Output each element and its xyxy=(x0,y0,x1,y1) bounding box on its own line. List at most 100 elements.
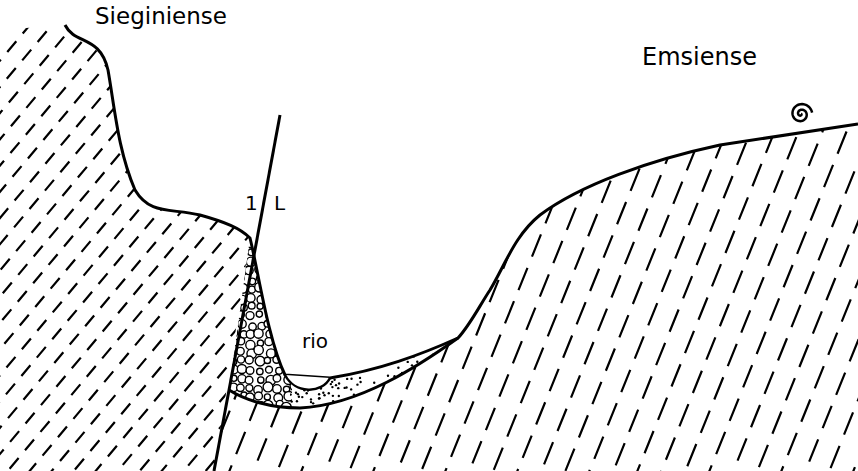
bedding-line xyxy=(378,0,620,471)
sand-dot xyxy=(329,362,331,364)
pebble xyxy=(229,295,238,304)
bedding-line xyxy=(0,0,360,471)
pebble xyxy=(265,268,273,276)
sand-dot xyxy=(430,407,432,409)
sand-dot xyxy=(341,356,343,358)
sand-dot xyxy=(421,345,423,347)
pebble xyxy=(283,276,289,282)
bedding-line xyxy=(0,0,206,471)
sand-dot xyxy=(439,385,441,387)
bedding-line xyxy=(825,0,858,471)
pebble xyxy=(293,275,301,283)
sand-dot xyxy=(325,408,327,410)
sand-dot xyxy=(375,336,377,338)
sand-dot xyxy=(422,408,424,410)
sand-dot xyxy=(323,394,325,396)
pebble xyxy=(273,301,282,310)
sand-dot xyxy=(375,341,377,343)
bedding-line xyxy=(715,0,858,471)
sand-dot xyxy=(371,405,373,407)
pebble xyxy=(291,356,300,365)
sand-dot xyxy=(379,342,381,344)
pebble xyxy=(282,357,288,363)
bedding-line xyxy=(275,0,778,471)
sand-dot xyxy=(328,392,330,394)
bedding-line xyxy=(498,0,740,471)
sand-dot xyxy=(457,370,459,372)
sand-dot xyxy=(295,392,297,394)
pebble xyxy=(293,364,301,372)
sand-dot xyxy=(425,340,427,342)
sand-dot xyxy=(316,355,318,357)
bedding-line xyxy=(162,0,404,471)
pebble xyxy=(228,319,237,328)
sand-dot xyxy=(429,379,431,381)
pebble xyxy=(284,365,292,373)
sand-dot xyxy=(415,386,417,388)
sand-dot xyxy=(416,397,418,399)
sand-dot xyxy=(356,383,358,385)
sand-dot xyxy=(388,359,390,361)
sand-dot xyxy=(452,368,454,370)
bedding-line xyxy=(0,0,250,471)
sand-dot xyxy=(429,406,431,408)
bedding-line xyxy=(18,0,260,471)
sand-dot xyxy=(395,396,397,398)
pebble xyxy=(290,239,300,249)
pebble xyxy=(264,394,270,400)
sand-dot xyxy=(407,361,409,363)
pebble xyxy=(280,241,290,251)
pebble xyxy=(257,303,263,309)
sand-dot xyxy=(442,376,444,378)
pebble xyxy=(294,285,302,293)
bedding-line xyxy=(671,0,858,471)
sand-dot xyxy=(296,400,298,402)
pebble xyxy=(219,373,227,381)
sand-dot xyxy=(360,400,362,402)
pebble xyxy=(274,320,284,330)
sand-dot xyxy=(432,395,434,397)
sand-dot xyxy=(443,375,445,377)
bedding-line xyxy=(186,0,428,471)
sand-dot xyxy=(390,337,392,339)
sand-dot xyxy=(318,364,320,366)
sand-dot xyxy=(338,395,340,397)
sand-dot xyxy=(380,353,382,355)
sand-dot xyxy=(347,349,349,351)
sand-dot xyxy=(383,406,385,408)
pebble xyxy=(283,349,289,355)
bedding-line xyxy=(114,0,356,471)
sand-dot xyxy=(346,378,348,380)
spiral-path xyxy=(792,104,812,121)
sand-dot xyxy=(408,407,410,409)
bedding-line xyxy=(429,0,858,471)
sand-dot xyxy=(299,366,301,368)
sand-dot xyxy=(400,389,402,391)
pebble xyxy=(228,349,234,355)
bedding-line xyxy=(666,0,858,471)
pebble xyxy=(283,338,291,346)
sand-dot xyxy=(312,402,314,404)
sand-dot xyxy=(310,398,312,400)
bedding-line xyxy=(605,0,858,471)
sand-dot xyxy=(448,353,450,355)
sand-dot xyxy=(453,352,455,354)
bedding-line xyxy=(583,0,858,471)
bedding-line xyxy=(642,0,858,471)
sand-dot xyxy=(440,394,442,396)
bedding-line xyxy=(187,0,690,471)
sand-dot xyxy=(331,381,333,383)
pebble xyxy=(272,258,281,267)
pebble xyxy=(230,249,237,256)
sand-dot xyxy=(375,350,377,352)
pebble xyxy=(268,304,274,310)
bedding-line xyxy=(759,0,858,471)
bedding-line xyxy=(738,0,858,471)
bedding-line xyxy=(0,0,338,471)
sand-dot xyxy=(385,356,387,358)
sand-dot xyxy=(417,342,419,344)
pebble xyxy=(254,345,263,354)
pebble xyxy=(255,356,265,366)
pebble xyxy=(256,311,262,317)
sand-dot xyxy=(386,392,388,394)
